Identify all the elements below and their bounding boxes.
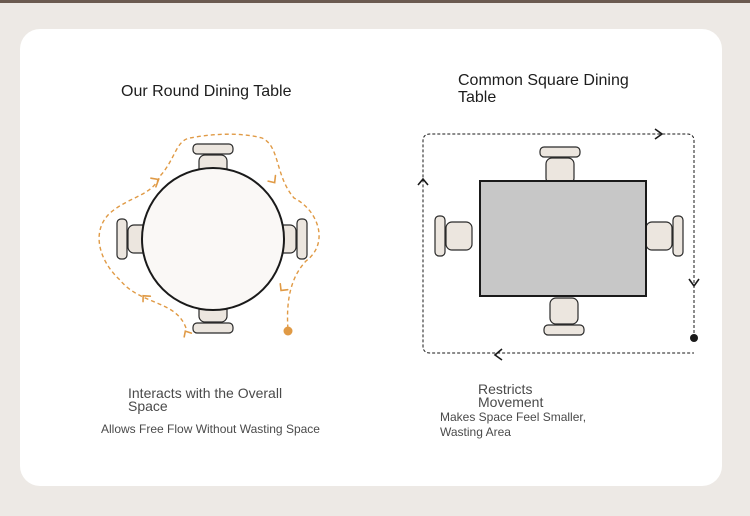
start-dot-icon: [690, 334, 698, 342]
round-table-icon: [141, 167, 285, 311]
path-arrowheads: [417, 128, 700, 361]
curved-flow-arrow-icon: [98, 133, 320, 331]
round-table-subtext: Allows Free Flow Without Wasting Space: [101, 422, 320, 436]
round-table-title: Our Round Dining Table: [121, 83, 292, 100]
square-table-diagram: [417, 128, 700, 361]
rectangular-path-arrow-icon: [422, 133, 695, 354]
chair-icon: [543, 297, 585, 336]
chair-icon: [434, 215, 473, 257]
round-table-diagram: [98, 133, 320, 338]
start-dot-icon: [283, 326, 293, 336]
square-table-icon: [479, 180, 647, 297]
chair-icon: [645, 215, 684, 257]
square-table-title: Common Square Dining Table: [458, 72, 629, 106]
chair-icon: [539, 146, 581, 185]
top-strip: [0, 0, 750, 3]
square-table-heading: Restricts Movement: [478, 381, 544, 410]
round-table-heading: Interacts with the Overall Space: [128, 385, 283, 414]
square-table-subtext: Makes Space Feel Smaller, Wasting Area: [440, 410, 587, 439]
